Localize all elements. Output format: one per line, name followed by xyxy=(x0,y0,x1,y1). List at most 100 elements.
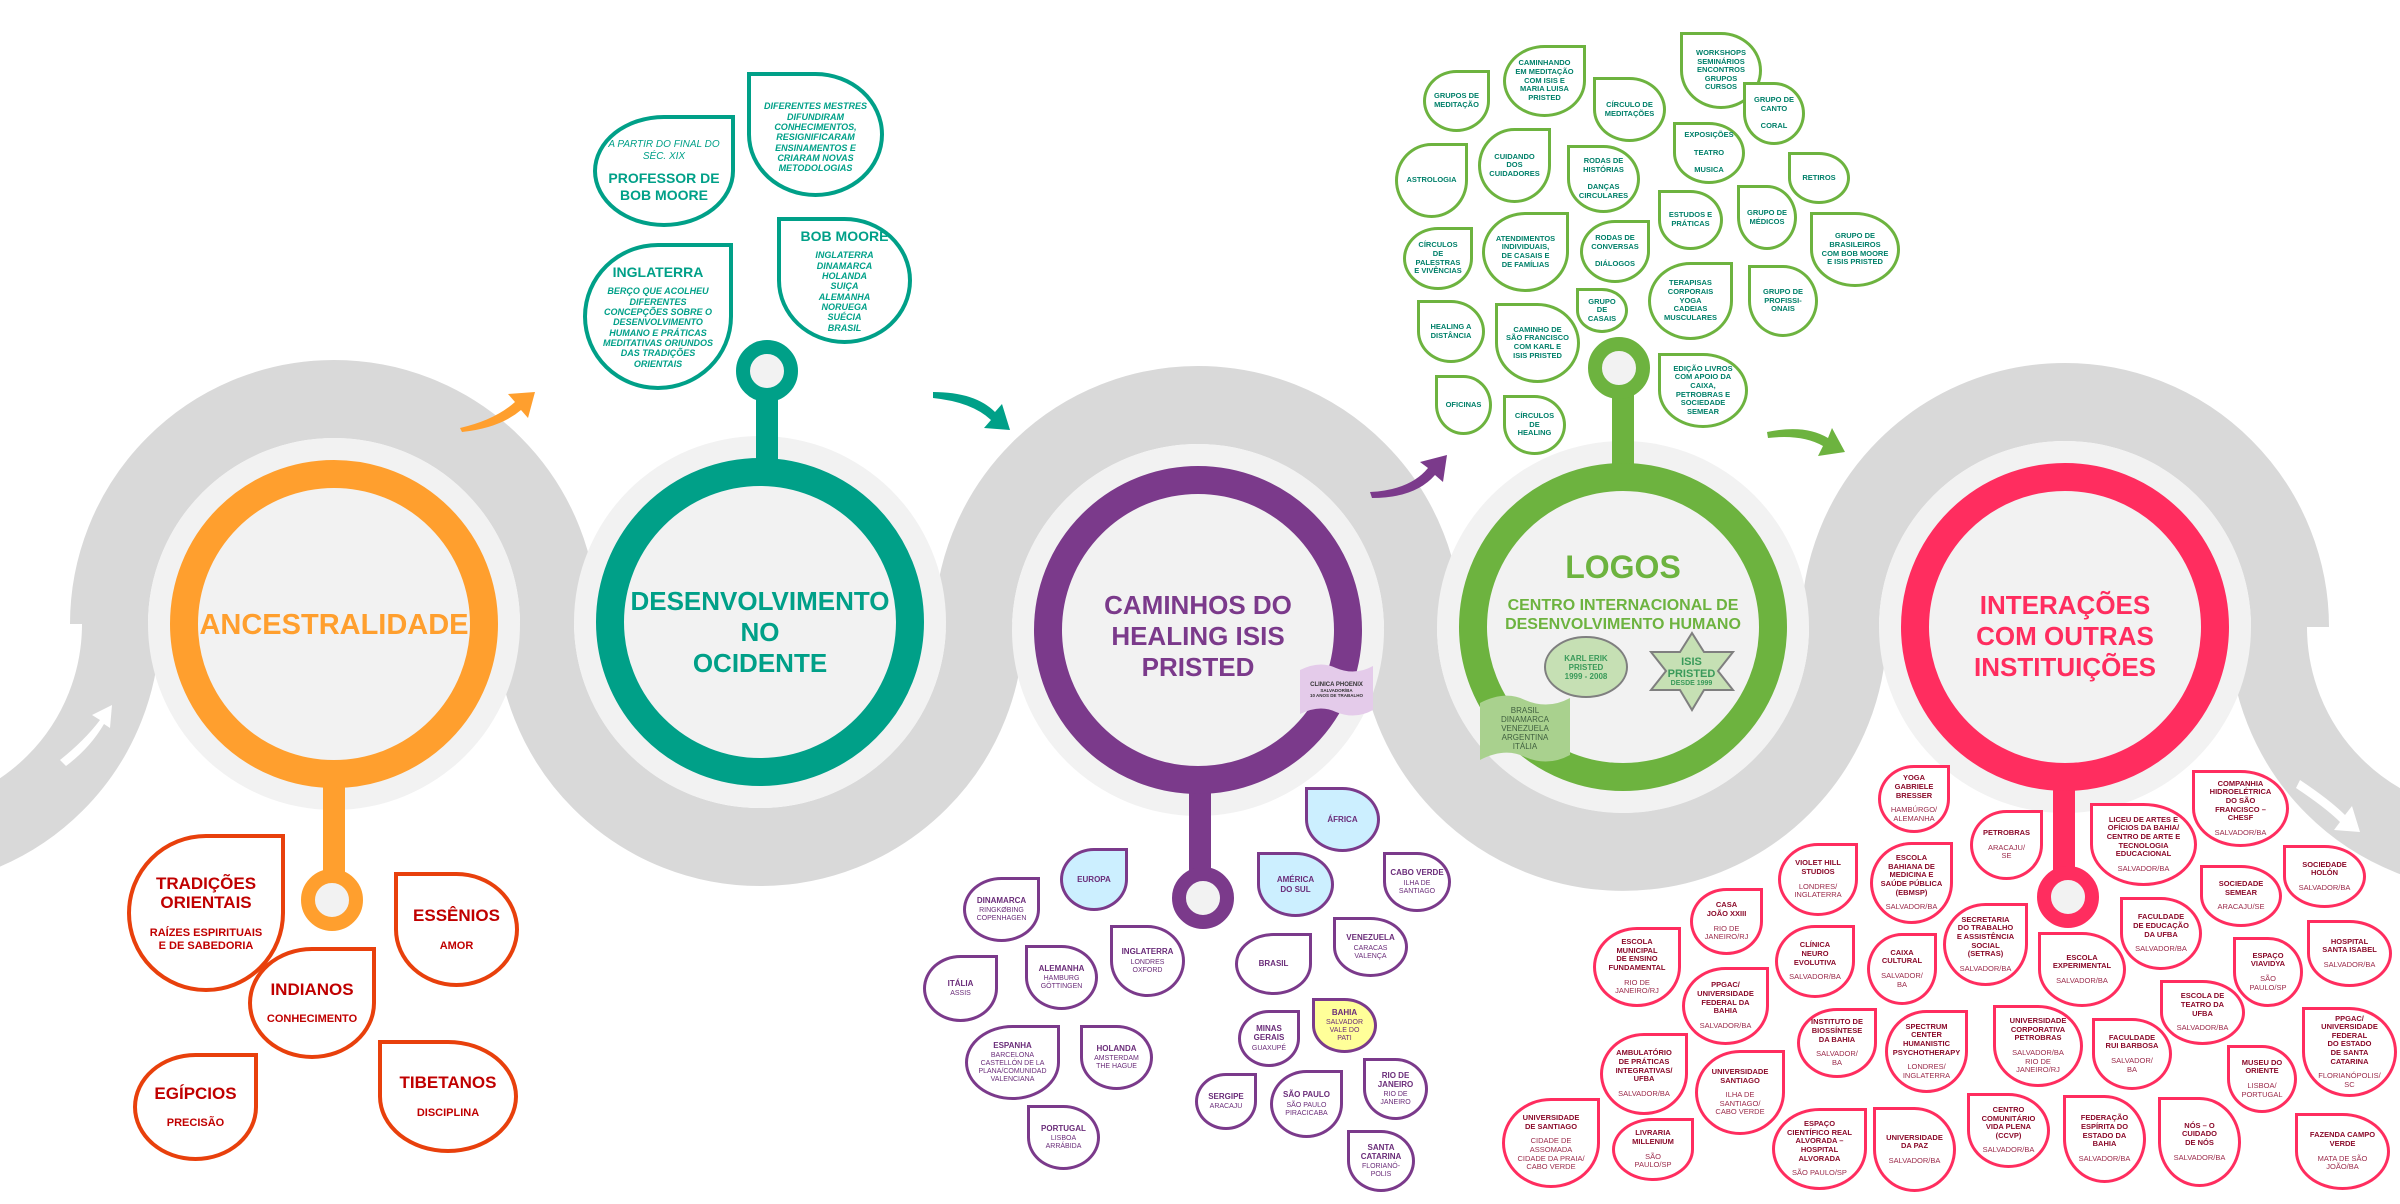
bubble-title: GRUPO DE PROFISSI- ONAIS xyxy=(1762,287,1803,314)
bubble-sub: CARACAS VALENÇA xyxy=(1353,944,1388,960)
bubble-title: ESPAÇO VIAVIDYA xyxy=(2250,950,2286,969)
interacoes-bubble: SECRETARIA DO TRABALHO E ASSISTÊNCIA SOC… xyxy=(1943,903,2028,986)
bubble-title: UNIVERSIDADE DA PAZ xyxy=(1886,1132,1943,1151)
arrow-white-right-icon xyxy=(2296,780,2360,832)
logos-bubble: ATENDIMENTOS INDIVIDUAIS, DE CASAIS E DE… xyxy=(1482,212,1569,292)
interacoes-bubble: YOGA GABRIELE BRESSER HAMBÚRGO/ ALEMANHA xyxy=(1878,765,1950,833)
bubble-title: COMPANHIA HIDROELÉTRICA DO SÃO FRANCISCO… xyxy=(2209,778,2272,823)
bubble-title: INSTITUTO DE BIOSSÍNTESE DA BAHIA xyxy=(1811,1017,1863,1044)
bubble-title: INDIANOS xyxy=(270,979,354,999)
bubble-title: GRUPO DE CASAIS xyxy=(1587,296,1617,323)
bubble-title: YOGA GABRIELE BRESSER xyxy=(1894,773,1934,800)
logos-bubble: GRUPO DE CANTO CORAL xyxy=(1743,82,1805,145)
clinica-phoenix-title: CLINICA PHOENIX xyxy=(1310,682,1363,688)
interacoes-bubble: SPECTRUM CENTER HUMANISTIC PSYCHOTHERAPY… xyxy=(1885,1010,1968,1093)
bubble-title: GRUPO DE BRASILEIROS COM BOB MOORE E ISI… xyxy=(1821,231,1889,267)
bubble-sub: ASSIS xyxy=(950,990,971,998)
stem-ancestralidade xyxy=(323,780,345,880)
bubble-sub: HAMBÚRGO/ ALEMANHA xyxy=(1890,805,1938,823)
band-arc-ancestralidade xyxy=(70,360,598,625)
bubble-sub: SALVADOR/BA RIO DE JANEIRO/RJ xyxy=(2012,1048,2064,1075)
bubble-title: PPGAC/ UNIVERSIDADE FEDERAL DA BAHIA xyxy=(1697,980,1754,1016)
bubble-sub: SALVADOR/BA xyxy=(2135,944,2187,954)
clinica-phoenix-years: 10 ANOS DE TRABALHO xyxy=(1309,693,1364,698)
node-caminhos xyxy=(1172,867,1234,929)
isis-star-icon xyxy=(1648,631,1736,712)
isis-star-label: ISIS PRISTED DESDE 1999 xyxy=(1650,648,1733,694)
bubble-sub: SALVADOR/ BA xyxy=(1881,971,1923,989)
logos-bubble: RODAS DE HISTÓRIAS DANÇAS CIRCULARES xyxy=(1567,145,1640,213)
stems xyxy=(301,337,2099,931)
caminhos-bubble: AMÉRICA DO SUL xyxy=(1257,852,1334,917)
bubble-title: ASTROLOGIA xyxy=(1406,175,1457,185)
logos-bubble: GRUPO DE PROFISSI- ONAIS xyxy=(1748,265,1818,337)
bubble-sub: SALVADOR/BA xyxy=(1982,1145,2035,1155)
interacoes-bubble: UNIVERSIDADE DA PAZ SALVADOR/BA xyxy=(1873,1107,1956,1192)
node-ancestralidade xyxy=(301,869,363,931)
bubble-pre: A PARTIR DO FINAL DO SÉC. XIX xyxy=(608,139,720,162)
logos-bubble: GRUPO DE CASAIS xyxy=(1576,288,1628,333)
node-logos xyxy=(1588,337,1650,399)
band-arc-right-edge xyxy=(2229,626,2400,874)
bubble-title: GRUPOS DE MEDITAÇÃO xyxy=(1433,91,1479,109)
bubble-title: RETIROS xyxy=(1802,172,1836,182)
bubble-title: ESCOLA DE TEATRO DA UFBA xyxy=(2180,991,2225,1018)
bubble-title: FACULDADE DE EDUCAÇÃO DA UFBA xyxy=(2133,912,2189,939)
bubble-title: BAHIA xyxy=(1331,1007,1358,1017)
arrow-white-left-icon xyxy=(60,705,112,766)
bubble-sub: CIDADE DE ASSOMADA CIDADE DA PRAIA/ CABO… xyxy=(1517,1136,1585,1172)
logos-bubble: RODAS DE CONVERSAS DIÁLOGOS xyxy=(1580,220,1650,283)
interacoes-bubble: LICEU DE ARTES E OFÍCIOS DA BAHIA/ CENTR… xyxy=(2090,803,2197,886)
bubble-sub: PRECISÃO xyxy=(166,1117,225,1130)
bubble-title: SÃO PAULO xyxy=(1283,1090,1330,1100)
bubble-title: VENEZUELA xyxy=(1346,933,1395,943)
bubble-title: MINAS GERAIS xyxy=(1253,1024,1285,1043)
bubble-title: SERGIPE xyxy=(1208,1091,1244,1101)
logos-bubble: GRUPOS DE MEDITAÇÃO xyxy=(1423,70,1490,132)
stage-title-logos: LOGOS xyxy=(1565,549,1681,585)
bubble-title: UNIVERSIDADE CORPORATIVA PETROBRAS xyxy=(2009,1016,2067,1043)
interacoes-bubble: FACULDADE DE EDUCAÇÃO DA UFBA SALVADOR/BA xyxy=(2120,897,2202,970)
stem-caminhos xyxy=(1189,785,1211,880)
bubble-title: SANTA CATARINA xyxy=(1360,1142,1402,1161)
bubble-sub: ARACAJU xyxy=(1209,1103,1243,1111)
bubble-title: TERAPISAS CORPORAIS YOGA CADEIAS MUSCULA… xyxy=(1664,278,1717,322)
bubble-title: BRASIL xyxy=(1258,959,1289,969)
bubble-title: SPECTRUM CENTER HUMANISTIC PSYCHOTHERAPY xyxy=(1892,1021,1961,1057)
bubble-title: ALEMANHA xyxy=(1038,963,1085,973)
logos-bubble: OFICINAS xyxy=(1435,375,1492,435)
bubble-title: FACULDADE RUI BARBOSA xyxy=(2105,1032,2159,1051)
bubble-title: CÍRCULO DE MEDITAÇÕES xyxy=(1604,99,1655,118)
bubble-title: AMÉRICA DO SUL xyxy=(1276,875,1315,894)
isis-since: DESDE 1999 xyxy=(1670,679,1713,687)
bubble-title: SOCIEDADE HOLÓN xyxy=(2302,859,2347,878)
bubble-title: CABO VERDE xyxy=(1390,868,1444,878)
bubble-sub: SALVADOR/BA xyxy=(2214,827,2267,837)
bubble-sub: ARACAJU/ SE xyxy=(1987,842,2026,861)
bubble-sub: SALVADOR/ BA xyxy=(1816,1049,1858,1067)
bubble-title: CLÍNICA NEURO EVOLUTIVA xyxy=(1793,940,1837,967)
arrows xyxy=(60,392,2360,832)
bubble-title: ESPANHA xyxy=(993,1040,1032,1050)
bubble-sub: SALVADOR/BA xyxy=(1888,1155,1941,1165)
logos-bubble: HEALING A DISTÂNCIA xyxy=(1417,300,1485,363)
bubble-sub: SÃO PAULO/SP xyxy=(1634,1151,1672,1170)
bubble-title: PORTUGAL xyxy=(1041,1123,1086,1133)
bubble-sub: SALVADOR/BA xyxy=(1618,1088,1670,1098)
bubble-sub: SALVADOR/ BA xyxy=(2111,1056,2153,1074)
bubble-title: PETROBRAS xyxy=(1982,828,2031,838)
